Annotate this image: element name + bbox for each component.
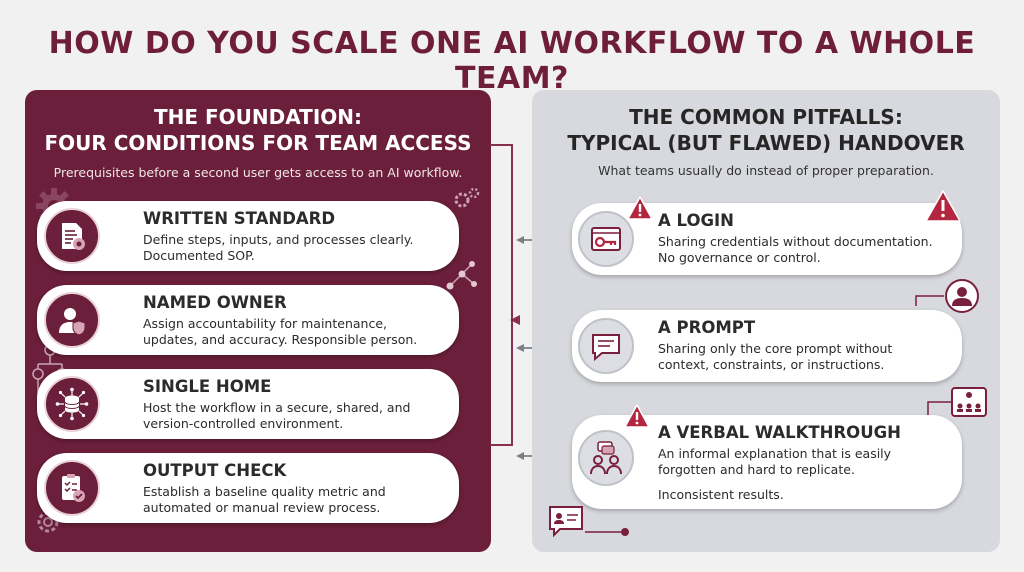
warning-icon [624,404,650,428]
network-nodes-icon [446,261,477,290]
description-line: Sharing only the core prompt without [658,341,893,356]
pitfalls-heading-line1: THE COMMON PITFALLS: [629,105,903,129]
item-description: Assign accountability for maintenance, u… [143,316,443,347]
item-description: An informal explanation that is easily f… [658,446,958,477]
item-title: NAMED OWNER [143,293,287,312]
foundation-item-single-home: SINGLE HOME Host the workflow in a secur… [37,369,459,439]
document-gear-icon [62,223,85,250]
item-title: WRITTEN STANDARD [143,209,336,228]
icon-badge [44,460,100,516]
id-card-chat-icon [549,506,629,538]
foundation-item-output-check: OUTPUT CHECK Establish a baseline qualit… [37,453,459,523]
pitfalls-subtitle: What teams usually do instead of proper … [598,163,934,178]
icon-badge [44,292,100,348]
item-description: Host the workflow in a secure, shared, a… [143,400,443,431]
pitfall-item-verbal-walkthrough: A VERBAL WALKTHROUGH An informal explana… [572,415,962,509]
clipboard-check-icon [62,474,85,502]
item-title: A LOGIN [658,211,734,230]
database-network-icon [55,387,89,421]
item-title: OUTPUT CHECK [143,461,287,480]
item-description: Sharing only the core prompt without con… [658,341,958,372]
icon-badge [578,430,634,486]
description-line: Documented SOP. [143,247,255,263]
description-line: updates, and accuracy. Responsible perso… [143,331,418,347]
description-line: Host the workflow in a secure, shared, a… [143,400,411,415]
description-line: Assign accountability for maintenance, [143,316,387,331]
description-line: No governance or control. [658,249,821,265]
icon-badge [578,211,634,267]
pitfalls-heading-line2: TYPICAL (BUT FLAWED) HANDOVER [567,131,965,155]
icon-badge [44,376,100,432]
user-connector-icon [915,279,979,313]
people-talking-icon [590,441,622,475]
description-line: Establish a baseline quality metric and [143,484,386,499]
icon-badge [44,208,100,264]
item-title: A VERBAL WALKTHROUGH [658,423,901,442]
description-line: An informal explanation that is easily [658,446,892,461]
description-line: forgotten and hard to replicate. [658,461,855,477]
item-description: Define steps, inputs, and processes clea… [143,232,443,263]
item-title: SINGLE HOME [143,377,272,396]
description-line: Sharing credentials without documentatio… [658,234,933,249]
description-line: Define steps, inputs, and processes clea… [143,232,414,247]
person-shield-icon [59,308,86,336]
login-key-icon [591,227,621,251]
item-description: Sharing credentials without documentatio… [658,234,958,265]
foundation-heading-line1: THE FOUNDATION: [154,105,362,129]
item-consequence: Inconsistent results. [658,487,784,502]
description-line: context, constraints, or instructions. [658,356,885,372]
icon-badge [578,318,634,374]
foundation-item-written-standard: WRITTEN STANDARD Define steps, inputs, a… [37,201,459,271]
item-description: Establish a baseline quality metric and … [143,484,443,515]
small-gears-icon [454,187,480,208]
foundation-heading-line2: FOUR CONDITIONS FOR TEAM ACCESS [44,131,472,155]
foundation-subtitle: Prerequisites before a second user gets … [53,165,463,180]
warning-icon [627,196,653,220]
item-title: A PROMPT [658,318,756,337]
pitfall-item-prompt: A PROMPT Sharing only the core prompt wi… [572,310,962,382]
description-line: version-controlled environment. [143,415,344,431]
description-line: automated or manual review process. [143,499,381,515]
page-title: HOW DO YOU SCALE ONE AI WORKFLOW TO A WH… [48,26,976,96]
foundation-item-named-owner: NAMED OWNER Assign accountability for ma… [37,285,459,355]
warning-icon [925,190,961,222]
chat-bubble-icon [592,334,620,362]
